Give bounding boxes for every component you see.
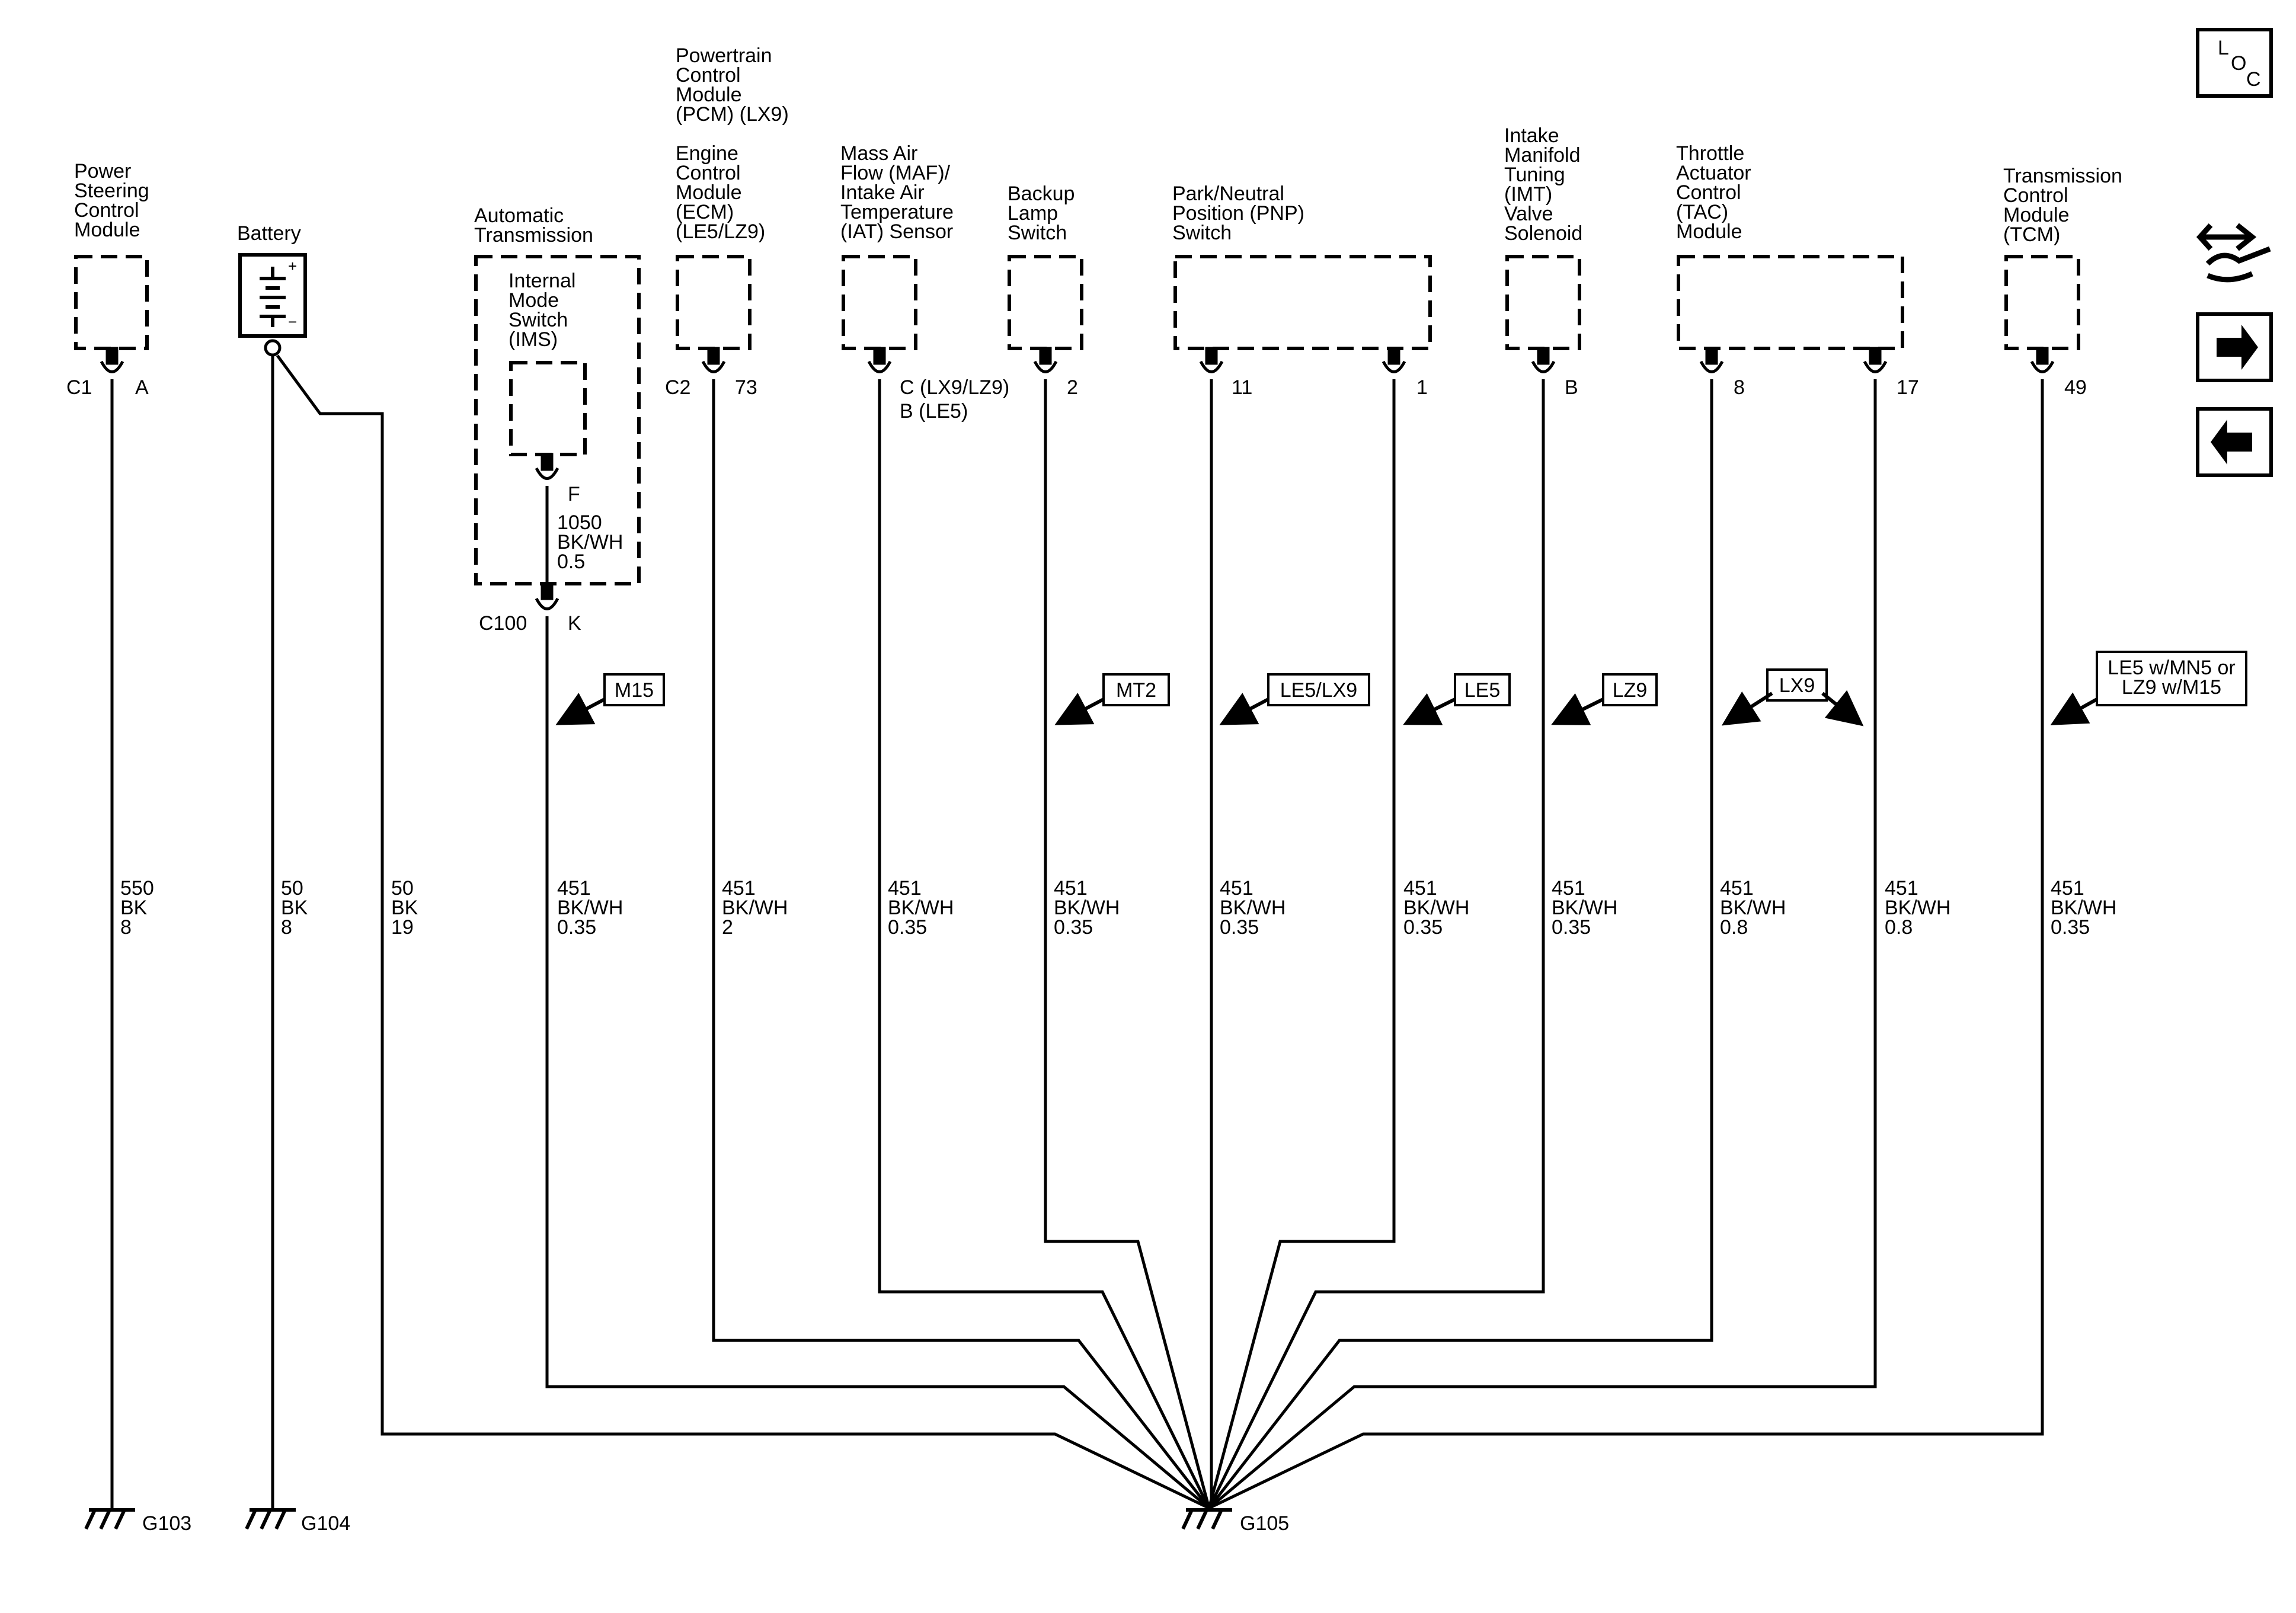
tcm-box — [2004, 255, 2080, 350]
tcm-pin: 49 — [2064, 376, 2087, 399]
option-tag-m15: M15 — [603, 673, 665, 706]
battery-label: Battery — [237, 222, 301, 245]
imt-box — [1505, 255, 1581, 350]
svg-text:LE5: LE5 — [1464, 679, 1501, 702]
pnp-pin-b: 1 — [1416, 376, 1428, 399]
svg-text:+: + — [288, 257, 297, 275]
ecm-connector: C2 — [665, 376, 690, 399]
pscm-box — [74, 255, 149, 350]
ecm-pin: 73 — [735, 376, 757, 399]
ecm-box — [676, 255, 752, 350]
option-tag-le5-lx9: LE5/LX9 — [1267, 673, 1370, 706]
imt-pin: B — [1565, 376, 1578, 399]
option-tag-lx9: LX9 — [1766, 668, 1828, 702]
c100-connector: C100 — [479, 612, 527, 635]
ims-box — [509, 361, 587, 456]
loc-icon[interactable]: L O C — [2196, 28, 2273, 98]
battery-symbol: + − — [238, 253, 307, 357]
transmission-box — [474, 255, 641, 585]
option-tag-mt2: MT2 — [1102, 673, 1170, 706]
svg-text:LZ9: LZ9 — [1613, 679, 1648, 702]
backup-pin: 2 — [1067, 376, 1078, 399]
backup-box — [1008, 255, 1083, 350]
maf-pin-2: B (LE5) — [900, 400, 968, 423]
tac-box — [1677, 255, 1904, 350]
wires — [110, 354, 2044, 1510]
ground-g104: G104 — [301, 1512, 350, 1535]
next-arrow-icon[interactable] — [2196, 312, 2273, 382]
svg-text:MT2: MT2 — [1116, 679, 1156, 702]
previous-arrow-icon[interactable] — [2196, 407, 2273, 477]
loc-letter-o: O — [2231, 52, 2246, 75]
connector-tool-icon[interactable] — [2196, 223, 2271, 283]
maf-pin-1: C (LX9/LZ9) — [900, 376, 1009, 399]
ground-symbols — [84, 1508, 1232, 1530]
option-arrows — [555, 690, 2098, 727]
pnp-pin-a: 11 — [1232, 376, 1252, 399]
ims-pin: F — [568, 483, 580, 505]
loc-letter-c: C — [2246, 68, 2261, 91]
tac-pin-a: 8 — [1734, 376, 1745, 399]
pscm-pin: A — [135, 376, 149, 399]
pscm-connector: C1 — [66, 376, 92, 399]
svg-text:LX9: LX9 — [1779, 674, 1815, 697]
svg-text:−: − — [288, 313, 297, 331]
ground-g105: G105 — [1240, 1512, 1289, 1535]
connector-pins — [100, 347, 2055, 610]
svg-text:LE5/LX9: LE5/LX9 — [1280, 679, 1357, 702]
c100-pin: K — [568, 612, 581, 635]
maf-box — [842, 255, 917, 350]
pnp-box — [1173, 255, 1432, 350]
option-tag-le5: LE5 — [1454, 673, 1511, 706]
svg-text:M15: M15 — [615, 679, 654, 702]
loc-letter-l: L — [2218, 37, 2229, 59]
option-tag-lz9: LZ9 — [1602, 673, 1658, 706]
tac-pin-b: 17 — [1897, 376, 1919, 399]
ground-g103: G103 — [142, 1512, 191, 1535]
